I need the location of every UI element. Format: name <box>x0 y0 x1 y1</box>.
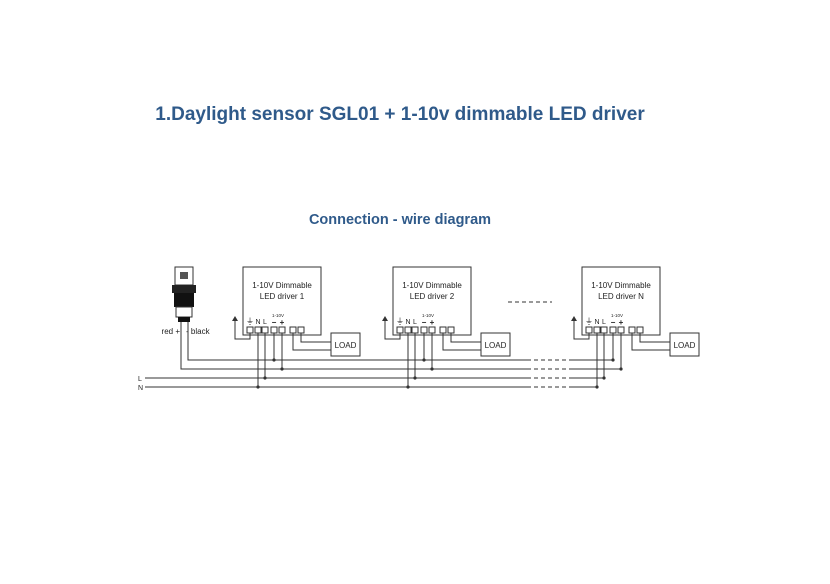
terminal-minus-label: − <box>272 318 277 327</box>
terminal-o1 <box>439 326 447 334</box>
earth-arrow-icon <box>571 316 577 321</box>
earth-symbol: ⏚ <box>585 317 593 326</box>
terminal-o2 <box>297 326 305 334</box>
junction-dot <box>256 385 260 389</box>
terminal-l-label: L <box>263 319 267 326</box>
terminal-plus-label: + <box>619 318 624 327</box>
load-label: LOAD <box>485 341 507 350</box>
earth-symbol: ⏚ <box>396 317 404 326</box>
load-wire <box>631 333 670 351</box>
sensor-base <box>178 317 190 322</box>
load-label: LOAD <box>674 341 696 350</box>
terminal-g <box>246 326 254 334</box>
page-title: 1.Daylight sensor SGL01 + 1-10v dimmable… <box>155 104 645 125</box>
driver-box <box>392 266 472 336</box>
load-box <box>330 332 361 357</box>
junction-dot <box>422 358 426 362</box>
dim-label: 1-10V <box>272 313 284 318</box>
driver-title-line1: 1-10V Dimmable <box>591 281 651 290</box>
load-wire <box>639 333 670 343</box>
junction-dot <box>430 367 434 371</box>
terminal-l <box>261 326 269 334</box>
sensor-nut <box>172 285 196 293</box>
junction-dot <box>280 367 284 371</box>
terminal-n-label: N <box>255 319 260 326</box>
earth-wire <box>573 320 590 340</box>
mains-l-label: L <box>138 376 142 383</box>
earth-wire <box>384 320 401 340</box>
sensor-black-label: - black <box>186 327 211 336</box>
terminal-plus-label: + <box>280 318 285 327</box>
terminal-n <box>593 326 601 334</box>
load-box <box>480 332 511 357</box>
terminal-n <box>254 326 262 334</box>
terminal-l <box>600 326 608 334</box>
terminal-p <box>278 326 286 334</box>
load-label: LOAD <box>335 341 357 350</box>
sensor-window <box>180 272 188 279</box>
sensor-body <box>174 293 194 307</box>
terminal-m <box>420 326 428 334</box>
earth-arrow-icon <box>232 316 238 321</box>
black-wire <box>187 322 527 361</box>
terminal-p <box>428 326 436 334</box>
terminal-m <box>609 326 617 334</box>
terminal-minus-label: − <box>422 318 427 327</box>
terminal-n-label: N <box>594 319 599 326</box>
driver-box <box>242 266 322 336</box>
diagram-subtitle: Connection - wire diagram <box>308 212 492 228</box>
terminal-g <box>396 326 404 334</box>
dim-label: 1-10V <box>422 313 434 318</box>
terminal-plus-label: + <box>430 318 435 327</box>
earth-arrow-icon <box>382 316 388 321</box>
terminal-o1 <box>628 326 636 334</box>
driver-title-line2: LED driver 1 <box>260 292 305 301</box>
terminal-p <box>617 326 625 334</box>
terminal-m <box>270 326 278 334</box>
terminal-o2 <box>636 326 644 334</box>
driver-title-line1: 1-10V Dimmable <box>252 281 312 290</box>
terminal-l-label: L <box>602 319 606 326</box>
driver-title-line2: LED driver 2 <box>410 292 455 301</box>
terminal-l <box>411 326 419 334</box>
load-wire <box>292 333 331 351</box>
terminal-g <box>585 326 593 334</box>
terminal-o1 <box>289 326 297 334</box>
terminal-n-label: N <box>405 319 410 326</box>
driver-box <box>581 266 661 336</box>
junction-dot <box>413 376 417 380</box>
mains-n-label: N <box>138 385 143 392</box>
load-box <box>669 332 700 357</box>
sensor-red-label: red + <box>162 327 181 336</box>
junction-dot <box>406 385 410 389</box>
terminal-l-label: L <box>413 319 417 326</box>
driver-title-line2: LED driver N <box>598 292 644 301</box>
load-wire <box>450 333 481 343</box>
terminal-n <box>404 326 412 334</box>
driver-title-line1: 1-10V Dimmable <box>402 281 462 290</box>
dim-label: 1-10V <box>611 313 623 318</box>
terminal-o2 <box>447 326 455 334</box>
sensor-tube <box>175 306 193 318</box>
terminal-minus-label: − <box>611 318 616 327</box>
earth-wire <box>234 320 251 340</box>
red-wire <box>180 322 527 370</box>
load-wire <box>300 333 331 343</box>
junction-dot <box>263 376 267 380</box>
earth-symbol: ⏚ <box>246 317 254 326</box>
load-wire <box>442 333 481 351</box>
junction-dot <box>272 358 276 362</box>
